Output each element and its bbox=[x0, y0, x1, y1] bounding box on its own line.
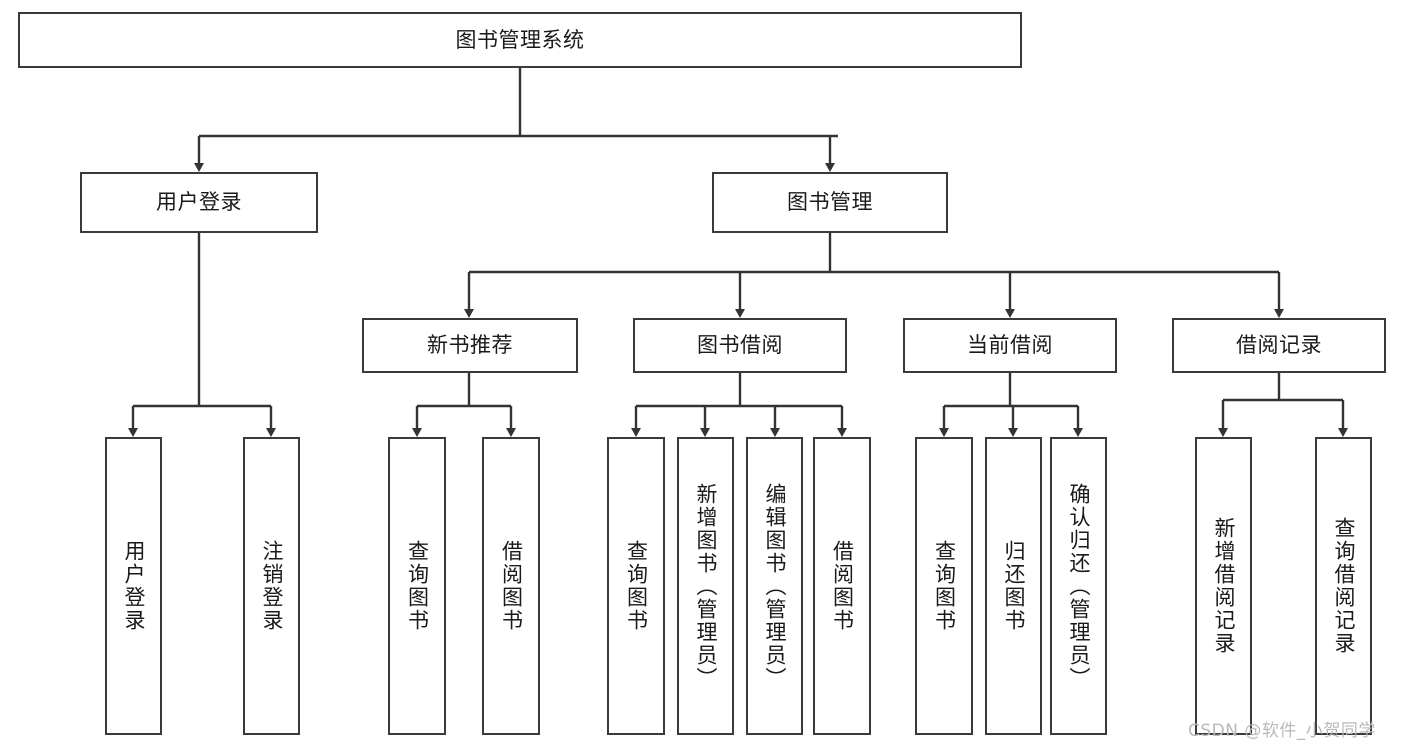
leaf-book-borrow-4-label: 借阅图书 bbox=[830, 540, 855, 632]
node-current-borrow[interactable]: 当前借阅 bbox=[903, 318, 1117, 373]
leaf-new-book-2[interactable]: 借阅图书 bbox=[482, 437, 540, 735]
node-book-borrow[interactable]: 图书借阅 bbox=[633, 318, 847, 373]
leaf-user-login-1[interactable]: 用户登录 bbox=[105, 437, 162, 735]
watermark-text: CSDN @软件_小贺同学 bbox=[1188, 721, 1376, 741]
node-root[interactable]: 图书管理系统 bbox=[18, 12, 1022, 68]
node-user-login[interactable]: 用户登录 bbox=[80, 172, 318, 233]
leaf-book-borrow-3[interactable]: 编辑图书（管理员） bbox=[746, 437, 803, 735]
leaf-user-login-2-label: 注销登录 bbox=[260, 540, 284, 632]
node-current-borrow-label: 当前借阅 bbox=[967, 333, 1053, 358]
leaf-book-borrow-3-label: 编辑图书（管理员） bbox=[763, 482, 787, 690]
leaf-borrow-record-1-label: 新增借阅记录 bbox=[1212, 517, 1236, 655]
leaf-borrow-record-2-label: 查询借阅记录 bbox=[1332, 517, 1356, 655]
leaf-current-borrow-1[interactable]: 查询图书 bbox=[915, 437, 973, 735]
node-new-book-recommend[interactable]: 新书推荐 bbox=[362, 318, 578, 373]
node-book-management-label: 图书管理 bbox=[787, 190, 873, 215]
node-new-book-recommend-label: 新书推荐 bbox=[427, 333, 513, 358]
leaf-book-borrow-1-label: 查询图书 bbox=[624, 540, 649, 632]
leaf-borrow-record-1[interactable]: 新增借阅记录 bbox=[1195, 437, 1252, 735]
leaf-user-login-2[interactable]: 注销登录 bbox=[243, 437, 300, 735]
leaf-book-borrow-1[interactable]: 查询图书 bbox=[607, 437, 665, 735]
leaf-book-borrow-4[interactable]: 借阅图书 bbox=[813, 437, 871, 735]
leaf-current-borrow-3-label: 确认归还（管理员） bbox=[1067, 482, 1091, 690]
leaf-current-borrow-2-label: 归还图书 bbox=[1002, 540, 1026, 632]
leaf-new-book-1-label: 查询图书 bbox=[405, 540, 430, 632]
leaf-borrow-record-2[interactable]: 查询借阅记录 bbox=[1315, 437, 1372, 735]
node-root-label: 图书管理系统 bbox=[455, 27, 585, 52]
leaf-current-borrow-3[interactable]: 确认归还（管理员） bbox=[1050, 437, 1107, 735]
node-borrow-record-label: 借阅记录 bbox=[1236, 333, 1322, 358]
node-borrow-record[interactable]: 借阅记录 bbox=[1172, 318, 1386, 373]
leaf-new-book-1[interactable]: 查询图书 bbox=[388, 437, 446, 735]
node-user-login-label: 用户登录 bbox=[156, 190, 242, 215]
leaf-user-login-1-label: 用户登录 bbox=[122, 540, 146, 632]
leaf-book-borrow-2-label: 新增图书（管理员） bbox=[694, 482, 718, 690]
leaf-new-book-2-label: 借阅图书 bbox=[499, 540, 524, 632]
node-book-borrow-label: 图书借阅 bbox=[697, 333, 783, 358]
node-book-management[interactable]: 图书管理 bbox=[712, 172, 948, 233]
leaf-current-borrow-2[interactable]: 归还图书 bbox=[985, 437, 1042, 735]
leaf-book-borrow-2[interactable]: 新增图书（管理员） bbox=[677, 437, 734, 735]
leaf-current-borrow-1-label: 查询图书 bbox=[932, 540, 957, 632]
